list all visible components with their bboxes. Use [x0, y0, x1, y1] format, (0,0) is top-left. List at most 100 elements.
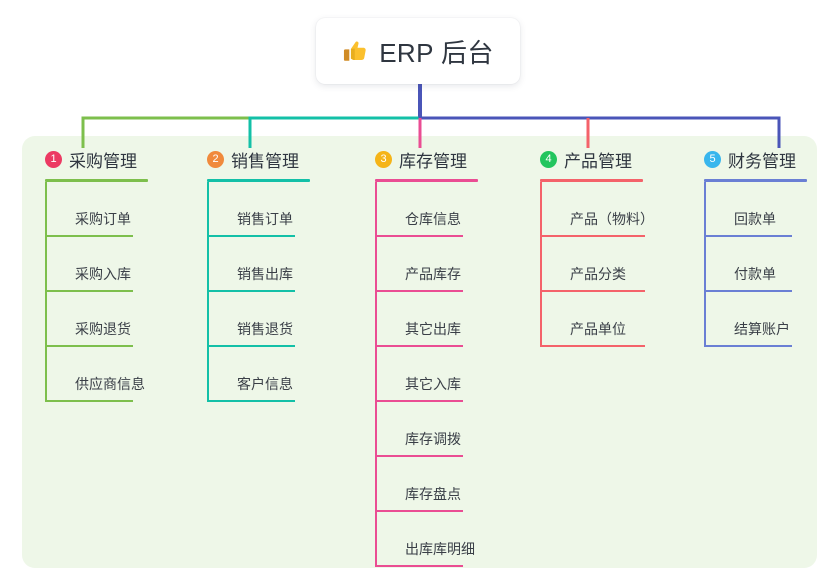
menu-item-label: 采购订单: [75, 211, 131, 227]
menu-item[interactable]: 结算账户: [704, 292, 807, 347]
column-销售管理[interactable]: 2 销售管理销售订单销售出库销售退货客户信息: [207, 146, 310, 402]
menu-item-label: 其它出库: [405, 321, 461, 337]
menu-item[interactable]: 产品单位: [540, 292, 645, 347]
menu-item[interactable]: 采购退货: [45, 292, 148, 347]
menu-item[interactable]: 产品库存: [375, 237, 478, 292]
column-header-underline: [540, 179, 643, 182]
menu-item-label: 回款单: [734, 211, 776, 227]
menu-item[interactable]: 库存调拨: [375, 402, 478, 457]
menu-item[interactable]: 产品（物料）: [540, 182, 654, 237]
menu-item-underline: [207, 345, 295, 347]
menu-item-label: 产品分类: [570, 266, 626, 282]
menu-item-label: 产品（物料）: [570, 211, 654, 227]
column-index-badge: 1: [45, 150, 62, 168]
menu-item-underline: [540, 290, 645, 292]
column-title: 产品管理: [564, 151, 632, 171]
column-spine: [704, 182, 706, 347]
menu-item[interactable]: 销售订单: [207, 182, 310, 237]
column-title: 采购管理: [69, 151, 137, 171]
root-node-erp-backend[interactable]: ERP 后台: [316, 18, 520, 84]
menu-item-label: 库存盘点: [405, 486, 461, 502]
column-title: 销售管理: [231, 151, 299, 171]
column-title: 财务管理: [728, 151, 796, 171]
menu-item-underline: [375, 400, 463, 402]
menu-item[interactable]: 出库库明细: [375, 512, 478, 567]
column-产品管理[interactable]: 4 产品管理产品（物料） 产品分类产品单位: [540, 146, 654, 347]
column-header-underline: [45, 179, 148, 182]
diagram-panel: [22, 136, 817, 568]
menu-item-underline: [207, 400, 295, 402]
menu-item-label: 采购入库: [75, 266, 131, 282]
menu-item-label: 产品单位: [570, 321, 626, 337]
menu-item[interactable]: 产品分类: [540, 237, 645, 292]
column-财务管理[interactable]: 5 财务管理回款单付款单结算账户: [704, 146, 807, 347]
column-index-badge: 4: [540, 150, 557, 168]
menu-item-underline: [207, 235, 295, 237]
column-header-underline: [207, 179, 310, 182]
menu-item[interactable]: 销售退货: [207, 292, 310, 347]
menu-item-underline: [540, 235, 645, 237]
menu-item-label: 采购退货: [75, 321, 131, 337]
menu-item[interactable]: 回款单: [704, 182, 807, 237]
column-spine: [45, 182, 47, 402]
menu-item-label: 客户信息: [237, 376, 293, 392]
menu-item[interactable]: 仓库信息: [375, 182, 478, 237]
menu-item-label: 产品库存: [405, 266, 461, 282]
menu-item-underline: [375, 565, 463, 567]
column-header[interactable]: 1 采购管理: [45, 146, 148, 172]
menu-item[interactable]: 供应商信息: [45, 347, 148, 402]
menu-item-label: 销售出库: [237, 266, 293, 282]
menu-item-label: 出库库明细: [405, 541, 475, 557]
menu-item-underline: [375, 510, 463, 512]
thumbs-up-icon: [344, 41, 366, 61]
menu-item-underline: [540, 345, 645, 347]
menu-item-underline: [375, 455, 463, 457]
column-items: 仓库信息产品库存其它出库其它入库库存调拨库存盘点出库库明细: [375, 182, 478, 567]
menu-item-label: 销售订单: [237, 211, 293, 227]
menu-item-label: 付款单: [734, 266, 776, 282]
menu-item-label: 其它入库: [405, 376, 461, 392]
menu-item-underline: [375, 345, 463, 347]
column-spine: [540, 182, 542, 347]
menu-item-underline: [375, 235, 463, 237]
menu-item-label: 销售退货: [237, 321, 293, 337]
menu-item[interactable]: 客户信息: [207, 347, 310, 402]
column-index-badge: 5: [704, 150, 721, 168]
column-items: 回款单付款单结算账户: [704, 182, 807, 347]
menu-item[interactable]: 其它出库: [375, 292, 478, 347]
menu-item[interactable]: 库存盘点: [375, 457, 478, 512]
menu-item-label: 库存调拨: [405, 431, 461, 447]
column-items: 销售订单销售出库销售退货客户信息: [207, 182, 310, 402]
column-items: 采购订单采购入库采购退货供应商信息: [45, 182, 148, 402]
root-node-label: ERP 后台: [379, 37, 494, 68]
menu-item[interactable]: 付款单: [704, 237, 807, 292]
menu-item-underline: [704, 235, 792, 237]
column-header[interactable]: 2 销售管理: [207, 146, 310, 172]
menu-item-label: 供应商信息: [75, 376, 145, 392]
column-index-badge: 2: [207, 150, 224, 168]
column-spine: [375, 182, 377, 567]
menu-item-label: 结算账户: [734, 321, 790, 337]
column-header-underline: [704, 179, 807, 182]
menu-item[interactable]: 其它入库: [375, 347, 478, 402]
column-header-underline: [375, 179, 478, 182]
column-header[interactable]: 4 产品管理: [540, 146, 643, 172]
column-header[interactable]: 5 财务管理: [704, 146, 807, 172]
menu-item-underline: [45, 345, 133, 347]
column-采购管理[interactable]: 1 采购管理采购订单采购入库采购退货供应商信息: [45, 146, 148, 402]
menu-item[interactable]: 销售出库: [207, 237, 310, 292]
column-index-badge: 3: [375, 150, 392, 168]
menu-item-underline: [704, 345, 792, 347]
column-spine: [207, 182, 209, 402]
menu-item-underline: [375, 290, 463, 292]
menu-item-underline: [45, 235, 133, 237]
menu-item[interactable]: 采购订单: [45, 182, 148, 237]
menu-item-underline: [45, 290, 133, 292]
menu-item-underline: [207, 290, 295, 292]
menu-item[interactable]: 采购入库: [45, 237, 148, 292]
column-items: 产品（物料） 产品分类产品单位: [540, 182, 654, 347]
menu-item-underline: [704, 290, 792, 292]
